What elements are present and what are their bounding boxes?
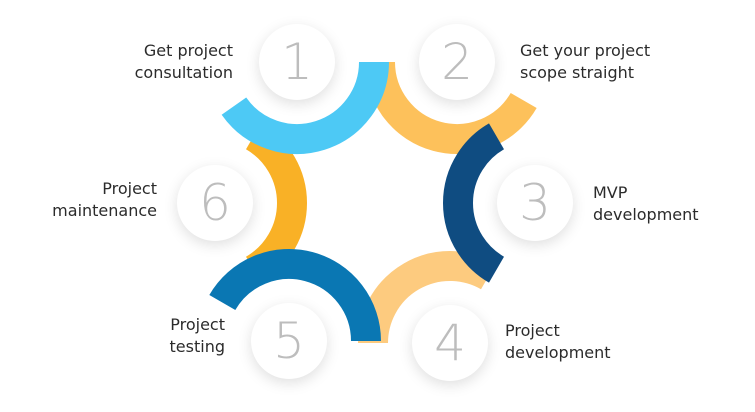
step-6-circle: 6 xyxy=(177,165,253,241)
step-1-number: 1 xyxy=(281,33,313,91)
step-6-number: 6 xyxy=(199,174,231,232)
step-4-circle: 4 xyxy=(412,305,488,381)
step-1-circle: 1 xyxy=(259,24,335,100)
step-5-number: 5 xyxy=(273,312,305,370)
step-5-circle: 5 xyxy=(251,303,327,379)
step-2-circle: 2 xyxy=(419,24,495,100)
step-2-arc xyxy=(365,61,537,154)
step-3-number: 3 xyxy=(519,174,551,232)
step-2-number: 2 xyxy=(441,33,473,91)
step-4-number: 4 xyxy=(434,314,466,372)
step-1-arc xyxy=(221,61,389,154)
step-3-arc xyxy=(443,123,505,283)
step-3-circle: 3 xyxy=(497,165,573,241)
step-5-arc xyxy=(209,249,381,342)
